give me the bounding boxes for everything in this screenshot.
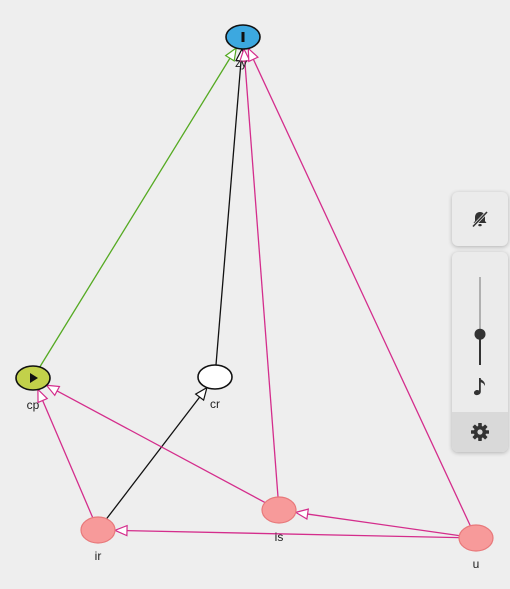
edge-u-zy[interactable] xyxy=(247,46,471,527)
music-note-icon xyxy=(473,378,485,396)
arrowhead xyxy=(247,46,259,63)
node-cr[interactable]: cr xyxy=(197,364,233,411)
node-shape[interactable] xyxy=(197,364,233,390)
arrowhead xyxy=(45,384,61,397)
node-ir[interactable]: ir xyxy=(80,516,116,563)
mute-button[interactable] xyxy=(452,192,508,246)
edge-ir-cr[interactable] xyxy=(106,386,208,520)
node-u[interactable]: u xyxy=(458,524,494,571)
node-shape[interactable] xyxy=(80,516,116,544)
node-is[interactable]: is xyxy=(261,496,297,544)
node-label: is xyxy=(275,530,284,544)
edge-cp-zy[interactable] xyxy=(39,46,238,368)
edge-u-ir[interactable] xyxy=(113,524,460,539)
node-label: zy xyxy=(235,56,247,70)
node-label: cr xyxy=(210,397,220,411)
arrowhead xyxy=(224,46,238,62)
volume-slider-track xyxy=(474,277,486,365)
arrowhead xyxy=(113,524,128,537)
arrowhead xyxy=(238,47,251,62)
node-label: u xyxy=(473,557,480,571)
node-label: ir xyxy=(95,549,102,563)
gear-icon xyxy=(471,423,489,441)
node-label: cp xyxy=(27,398,40,412)
node-shape[interactable] xyxy=(261,496,297,524)
audio-panel xyxy=(452,252,508,452)
volume-slider-handle[interactable] xyxy=(474,328,486,340)
edge-ir-cp[interactable] xyxy=(37,388,94,518)
edge-is-cp[interactable] xyxy=(45,384,266,504)
mute-panel xyxy=(452,192,508,246)
edge-is-zy[interactable] xyxy=(238,47,279,498)
arrowhead xyxy=(294,508,310,520)
volume-slider[interactable] xyxy=(452,266,508,376)
bell-off-icon xyxy=(471,210,489,228)
play-icon xyxy=(30,373,38,383)
node-shape[interactable] xyxy=(458,524,494,552)
arrowhead xyxy=(37,388,49,404)
node-cp[interactable]: cp xyxy=(15,365,51,412)
settings-button[interactable] xyxy=(452,412,508,452)
pause-icon xyxy=(241,32,245,42)
node-zy[interactable]: zy xyxy=(225,24,261,70)
edge-cr-zy[interactable] xyxy=(215,47,247,366)
music-button[interactable] xyxy=(452,362,508,412)
edge-u-is[interactable] xyxy=(294,508,460,537)
arrowhead xyxy=(194,386,208,402)
